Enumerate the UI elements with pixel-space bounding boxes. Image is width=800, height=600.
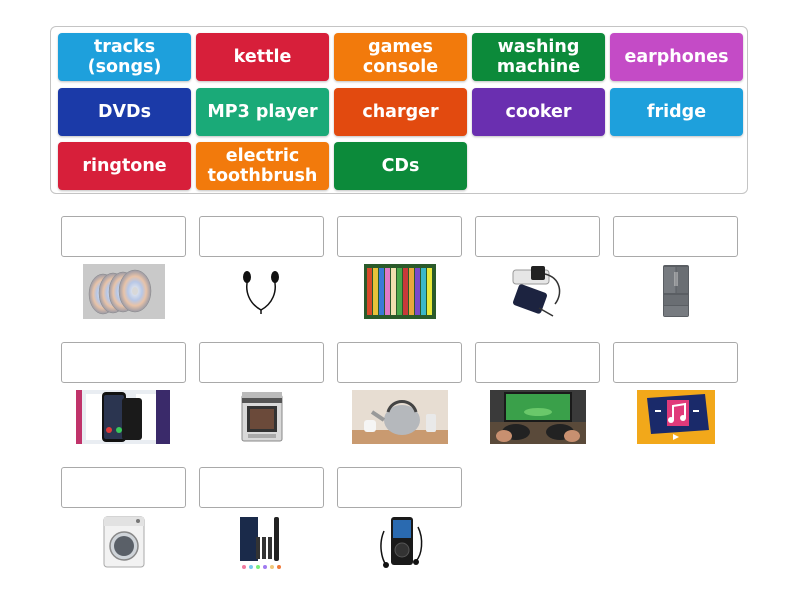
drop-slot-8[interactable] (337, 342, 462, 383)
phone-ringtone-image (76, 390, 170, 444)
drop-slot-13[interactable] (337, 467, 462, 508)
mp3-player-image (376, 515, 426, 569)
word-tile-charger[interactable]: charger (334, 88, 467, 136)
word-tile-cds[interactable]: CDs (334, 142, 467, 190)
earphones-image (238, 270, 284, 315)
cooker-image (240, 391, 284, 443)
dvds-image (364, 264, 436, 319)
fridge-image (661, 264, 691, 319)
kettle-image (352, 390, 448, 444)
games-console-image (490, 390, 586, 444)
word-bank: tracks (songs) kettle games console wash… (50, 26, 748, 194)
word-tile-kettle[interactable]: kettle (196, 33, 329, 81)
word-tile-washing-machine[interactable]: washing machine (472, 33, 605, 81)
drop-slot-1[interactable] (61, 216, 186, 257)
word-tile-tracks-songs[interactable]: tracks (songs) (58, 33, 191, 81)
electric-toothbrush-image (238, 515, 286, 571)
washing-machine-image (102, 515, 146, 569)
word-tile-fridge[interactable]: fridge (610, 88, 743, 136)
word-tile-games-console[interactable]: games console (334, 33, 467, 81)
word-tile-mp3-player[interactable]: MP3 player (196, 88, 329, 136)
music-tracks-image (637, 390, 715, 444)
drop-slot-6[interactable] (61, 342, 186, 383)
word-tile-cooker[interactable]: cooker (472, 88, 605, 136)
drop-slot-7[interactable] (199, 342, 324, 383)
drop-slot-3[interactable] (337, 216, 462, 257)
drop-slot-10[interactable] (613, 342, 738, 383)
drop-slot-12[interactable] (199, 467, 324, 508)
drop-slot-4[interactable] (475, 216, 600, 257)
word-tile-earphones[interactable]: earphones (610, 33, 743, 81)
word-tile-ringtone[interactable]: ringtone (58, 142, 191, 190)
charger-image (509, 264, 567, 319)
drop-slot-9[interactable] (475, 342, 600, 383)
drop-slot-5[interactable] (613, 216, 738, 257)
cds-image (83, 264, 165, 319)
drop-slot-11[interactable] (61, 467, 186, 508)
drop-slot-2[interactable] (199, 216, 324, 257)
word-tile-dvds[interactable]: DVDs (58, 88, 191, 136)
word-tile-electric-toothbrush[interactable]: electric toothbrush (196, 142, 329, 190)
